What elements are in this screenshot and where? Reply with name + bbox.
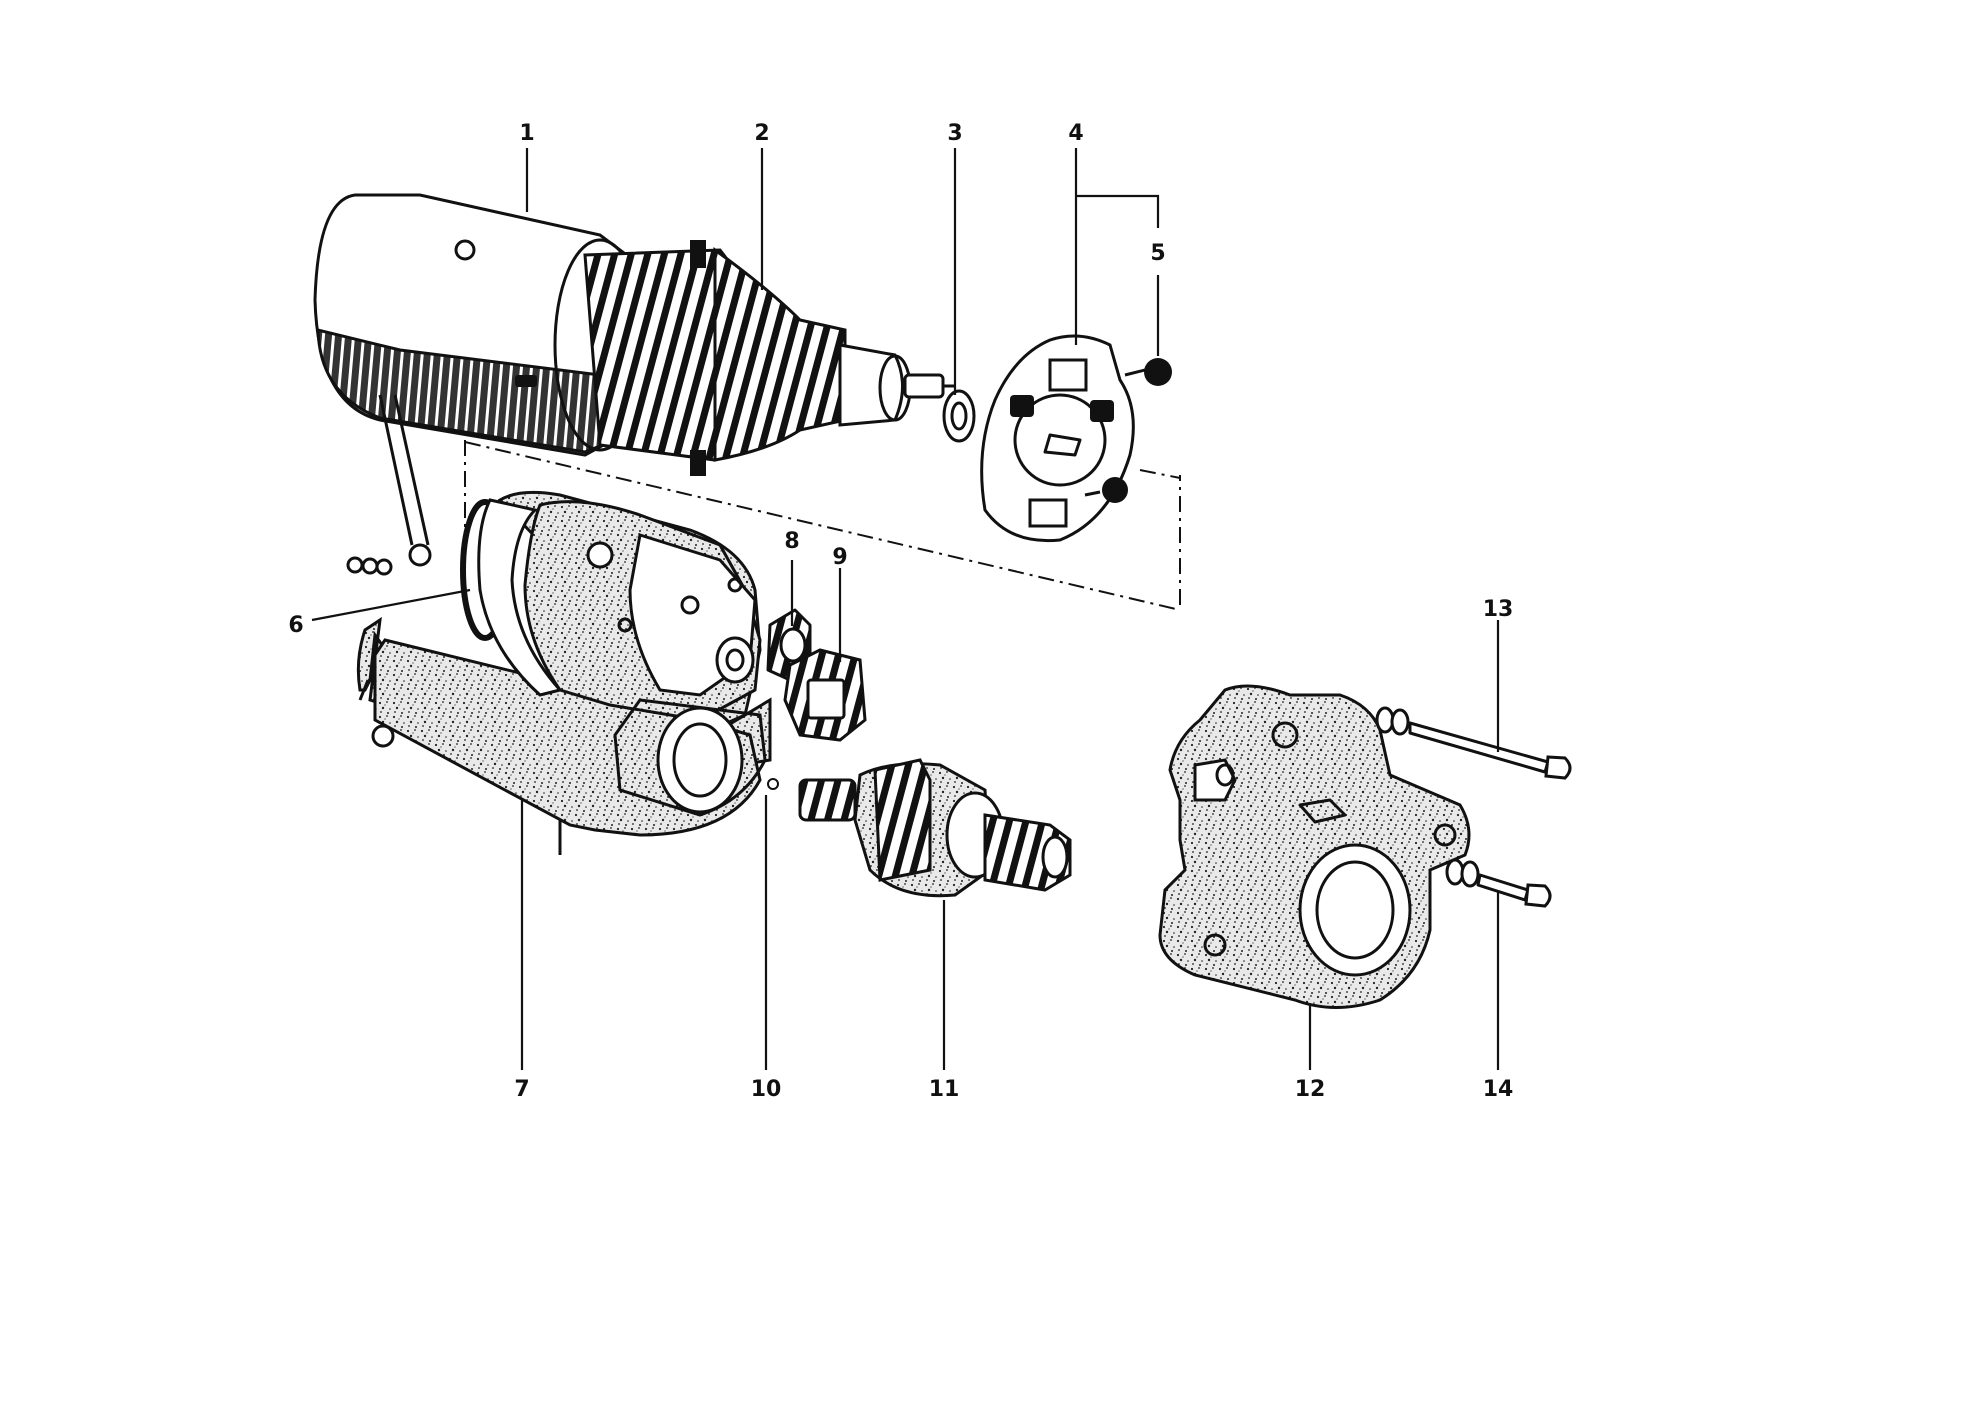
assembly-line-group xyxy=(464,440,1181,611)
label-part-6: 6 xyxy=(288,613,303,638)
label-part-9: 9 xyxy=(832,545,847,570)
part-ball xyxy=(767,778,779,790)
label-part-8: 8 xyxy=(784,529,799,554)
label-part-4: 4 xyxy=(1068,121,1083,146)
label-part-3: 3 xyxy=(947,121,962,146)
part-solenoid-housing xyxy=(356,490,772,855)
part-gear-large xyxy=(783,648,867,742)
part-bolt-long xyxy=(1375,706,1572,780)
part-end-bracket xyxy=(1158,684,1471,1009)
label-part-2: 2 xyxy=(754,121,769,146)
label-part-13: 13 xyxy=(1483,597,1514,622)
part-number-labels: 1 2 3 4 5 6 7 8 9 10 11 12 13 14 xyxy=(288,121,1513,1102)
part-armature xyxy=(553,238,955,476)
part-pinion-drive xyxy=(798,758,1072,898)
label-part-7: 7 xyxy=(514,1077,529,1102)
part-bolt-short xyxy=(1445,858,1552,908)
part-washer xyxy=(942,389,976,443)
label-part-5: 5 xyxy=(1150,241,1165,266)
label-part-11: 11 xyxy=(929,1077,960,1102)
label-part-12: 12 xyxy=(1295,1077,1326,1102)
leader-lines xyxy=(311,148,1500,1070)
part-brush-holder xyxy=(980,334,1135,543)
part-screws xyxy=(1084,358,1172,503)
label-part-10: 10 xyxy=(751,1077,782,1102)
label-part-1: 1 xyxy=(519,121,534,146)
label-part-14: 14 xyxy=(1483,1077,1514,1102)
